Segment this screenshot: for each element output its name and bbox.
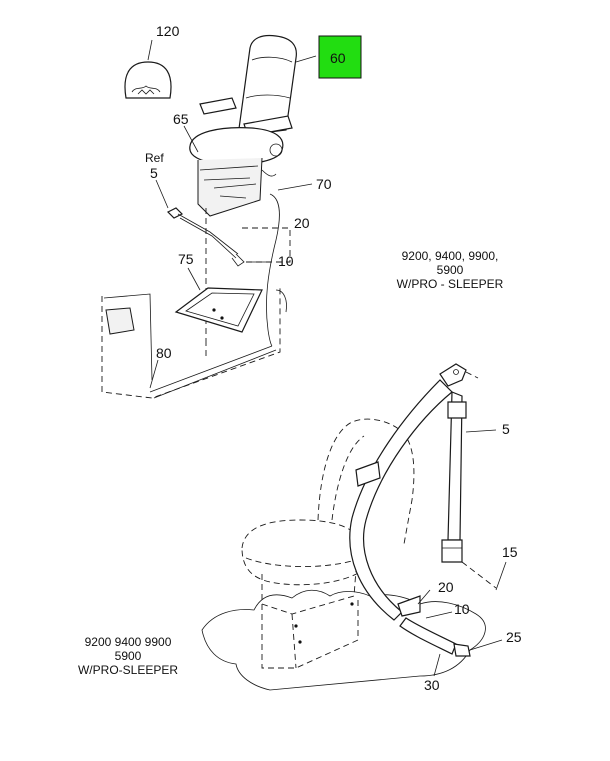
note-left-line2: 5900 [115, 649, 142, 663]
callout-20-top: 20 [294, 215, 310, 231]
seat-assembly [189, 34, 297, 217]
callout-70: 70 [316, 176, 332, 192]
note-left-line3: W/PRO-SLEEPER [78, 663, 178, 677]
headrest-cover [124, 61, 172, 99]
highlight-box-60 [318, 35, 362, 79]
leader-ref5 [155, 179, 169, 209]
callout-25: 25 [506, 629, 522, 645]
callout-80: 80 [156, 345, 172, 361]
tray-75 [174, 287, 263, 333]
leader-70 [277, 183, 313, 191]
dash-15 [461, 561, 497, 589]
note-right-line3: W/PRO - SLEEPER [397, 277, 504, 291]
leader-10-bottom [425, 611, 453, 619]
callout-10-bottom: 10 [454, 601, 470, 617]
ref-5-strap [166, 207, 245, 267]
callout-ref: Ref [145, 151, 164, 165]
leader-15 [495, 561, 507, 591]
leader-80 [149, 359, 159, 389]
floor-panel [101, 286, 287, 399]
seat-belt-5 [349, 363, 479, 657]
leader-25 [469, 639, 503, 651]
leader-120 [147, 39, 153, 61]
leader-60 [295, 55, 317, 63]
leader-30 [433, 653, 441, 677]
callout-65: 65 [173, 111, 189, 127]
callout-10-top: 10 [278, 253, 294, 269]
leader-5-bottom [465, 429, 497, 433]
callout-20-bottom: 20 [438, 579, 454, 595]
note-left-line1: 9200 9400 9900 [85, 635, 172, 649]
note-right-line1: 9200, 9400, 9900, [402, 249, 499, 263]
cable-70 [266, 193, 280, 347]
callout-5-top: 5 [150, 165, 158, 181]
note-right-line2: 5900 [437, 263, 464, 277]
callout-15: 15 [502, 544, 518, 560]
callout-75: 75 [178, 251, 194, 267]
callout-5-bottom: 5 [502, 421, 510, 437]
callout-30: 30 [424, 677, 440, 693]
callout-120: 120 [156, 23, 180, 39]
leader-75 [187, 267, 201, 291]
leader-20-bottom [417, 589, 431, 605]
leader-65 [183, 125, 199, 153]
callout-60: 60 [330, 50, 346, 66]
